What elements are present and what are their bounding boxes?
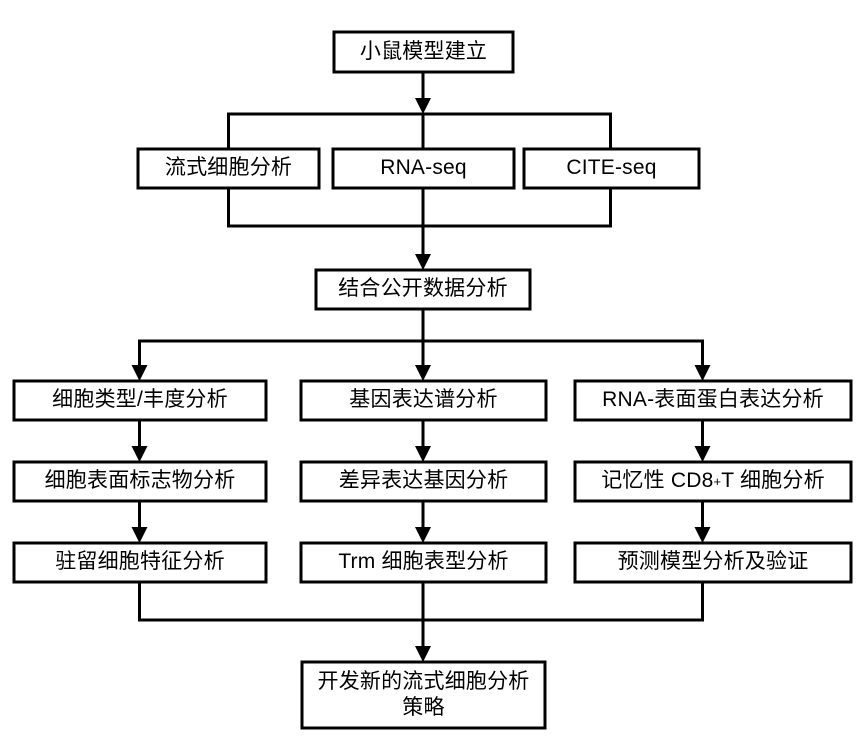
node-box-col2-step1 bbox=[573, 460, 853, 503]
arrowhead-col1-1-to-2 bbox=[415, 527, 431, 543]
arrowhead-bus-to-outcome bbox=[415, 646, 431, 662]
node-box-col2-step2 bbox=[573, 541, 853, 584]
node-box-col1-step1 bbox=[299, 460, 548, 503]
node-box-outcome bbox=[300, 660, 547, 730]
arrowhead-column-1 bbox=[415, 365, 431, 381]
node-box-col0-step1 bbox=[12, 460, 268, 503]
node-box-col0-step2 bbox=[12, 541, 268, 584]
arrowhead-bus-to-integration bbox=[415, 254, 431, 270]
node-box-col0-step0 bbox=[12, 379, 268, 422]
node-box-col1-step0 bbox=[299, 379, 548, 422]
arrowhead-col0-1-to-2 bbox=[131, 527, 148, 543]
node-box-integration bbox=[314, 268, 532, 311]
arrowhead-col1-0-to-1 bbox=[415, 446, 431, 462]
arrowhead-col2-1-to-2 bbox=[694, 527, 711, 543]
arrowhead-start-to-bus bbox=[415, 98, 431, 114]
node-box-col2-step0 bbox=[573, 379, 853, 422]
arrowhead-column-2 bbox=[694, 365, 711, 381]
arrowhead-col2-0-to-1 bbox=[694, 446, 711, 462]
arrowhead-column-0 bbox=[131, 365, 148, 381]
node-box-method-2 bbox=[522, 147, 701, 190]
node-box-start bbox=[332, 30, 515, 74]
node-box-col1-step2 bbox=[299, 541, 548, 584]
arrowhead-col0-0-to-1 bbox=[131, 446, 148, 462]
node-box-method-0 bbox=[136, 147, 321, 190]
node-box-method-1 bbox=[331, 147, 516, 190]
